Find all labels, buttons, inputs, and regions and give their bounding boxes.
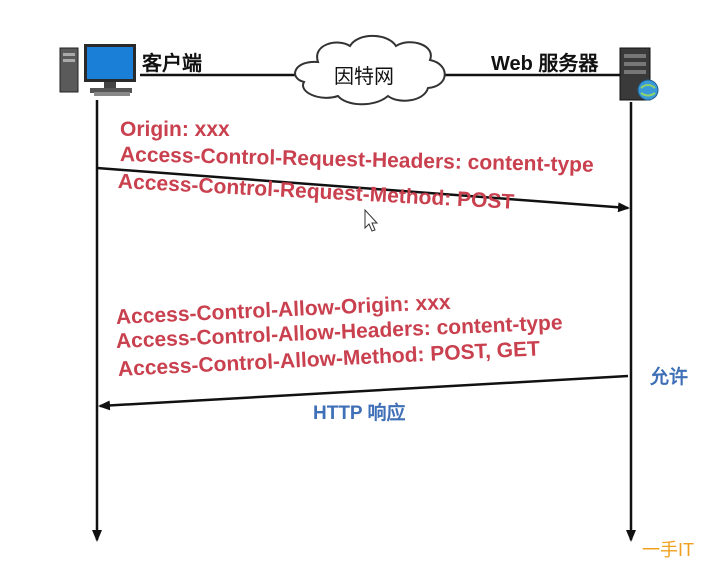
request-arrow bbox=[96, 166, 630, 213]
internet-label: 因特网 bbox=[334, 64, 394, 88]
web-server-icon bbox=[619, 47, 659, 101]
mouse-cursor-icon bbox=[364, 208, 379, 232]
allow-label: 允许 bbox=[650, 367, 689, 388]
client-computer-icon bbox=[59, 44, 136, 96]
server-label: Web 服务器 bbox=[491, 53, 599, 75]
internet-cloud bbox=[294, 34, 446, 106]
watermark-text: 一手IT bbox=[642, 540, 694, 560]
client-label: 客户端 bbox=[142, 53, 202, 75]
response-arrow bbox=[98, 374, 629, 411]
http-response-label: HTTP 响应 bbox=[313, 403, 406, 424]
request-header-origin: Origin: xxx bbox=[120, 118, 230, 141]
